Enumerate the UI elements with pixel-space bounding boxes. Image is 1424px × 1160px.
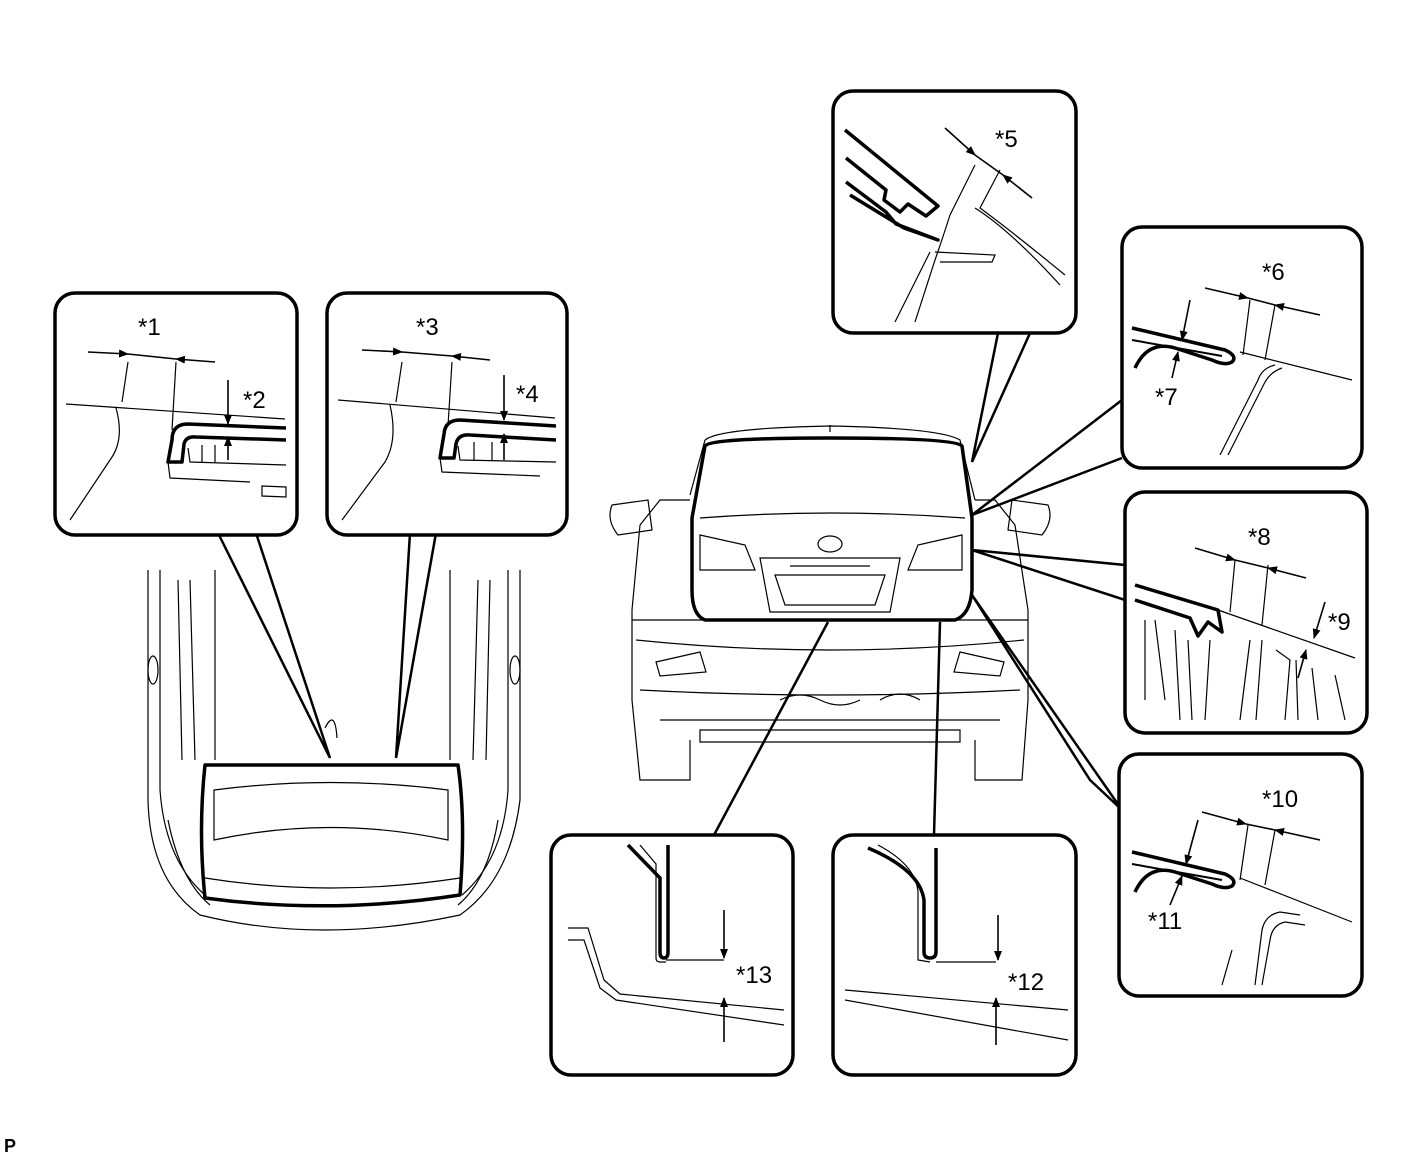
label-4: *4 <box>516 381 539 408</box>
detail-box-5 <box>831 89 1078 335</box>
leader-box2 <box>394 532 438 759</box>
detail-box-8 <box>1123 490 1369 735</box>
detail-box-6 <box>1120 225 1364 470</box>
label-9: *9 <box>1328 609 1351 636</box>
detail-box-10 <box>1117 752 1364 998</box>
detail-box-13 <box>549 833 795 1077</box>
leader-box1 <box>216 532 332 759</box>
label-10: *10 <box>1262 786 1298 813</box>
label-5: *5 <box>995 126 1018 153</box>
leader-box13 <box>711 621 830 837</box>
label-2: *2 <box>243 387 266 414</box>
label-12: *12 <box>1008 969 1044 996</box>
leader-box5 <box>970 332 1032 463</box>
label-6: *6 <box>1262 259 1285 286</box>
label-8: *8 <box>1248 524 1271 551</box>
label-1: *1 <box>138 314 161 341</box>
detail-box-1 <box>53 291 299 537</box>
leader-box12 <box>932 621 968 837</box>
label-3: *3 <box>416 314 439 341</box>
leader-box10 <box>970 594 1124 811</box>
leader-box6 <box>971 399 1123 517</box>
label-7: *7 <box>1155 384 1178 411</box>
vehicle-top-view <box>147 570 521 931</box>
vehicle-rear-view <box>609 425 1051 781</box>
label-11: *11 <box>1148 908 1182 935</box>
label-13: *13 <box>736 962 772 989</box>
figure-code: P <box>4 1136 17 1156</box>
detail-box-2 <box>325 291 569 537</box>
leader-box8 <box>971 548 1127 602</box>
detail-box-12 <box>831 833 1078 1077</box>
